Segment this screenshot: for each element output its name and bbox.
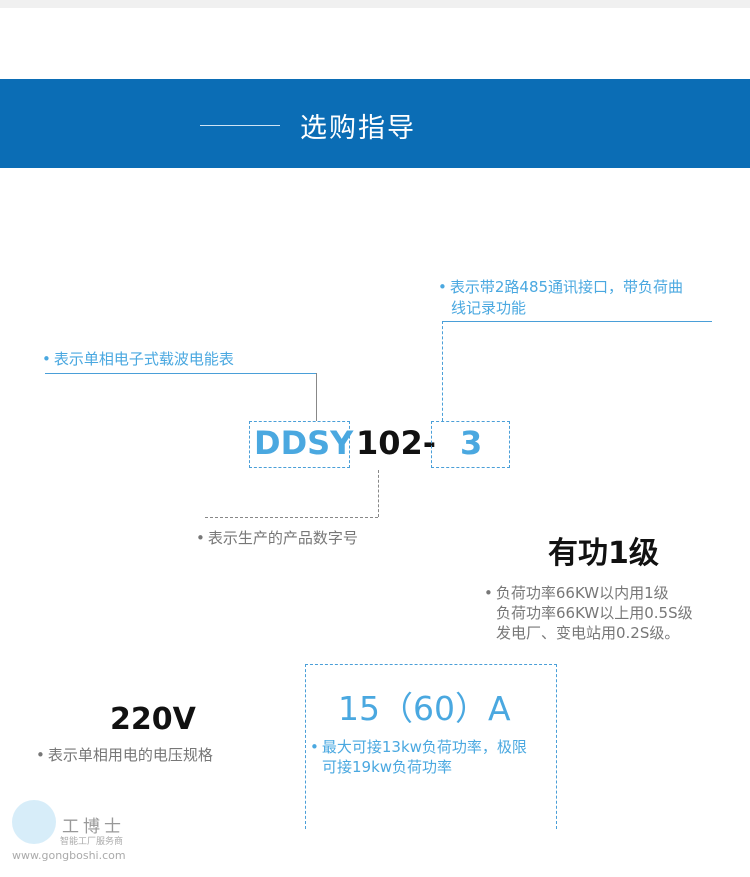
prefix-connector [316, 373, 317, 421]
middle-underline [205, 517, 378, 518]
model-middle: 102- [356, 424, 437, 462]
section-banner [0, 79, 750, 168]
mascot-logo-icon [12, 800, 56, 844]
current-description-1: 最大可接13kw负荷功率，极限 [310, 737, 527, 758]
suffix-description-2: 线记录功能 [451, 299, 527, 317]
voltage-value: 220V [110, 702, 196, 737]
accuracy-title: 有功1级 [548, 536, 659, 571]
banner-title: 选购指导 [300, 113, 416, 144]
prefix-description: 表示单相电子式载波电能表 [42, 349, 234, 370]
watermark-url: www.gongboshi.com [12, 849, 126, 862]
accuracy-line-3: 发电厂、变电站用0.2S级。 [496, 624, 680, 642]
model-prefix: DDSY [254, 424, 354, 462]
top-strip [0, 0, 750, 8]
watermark-tagline: 智能工厂服务商 [60, 837, 124, 847]
suffix-underline [442, 321, 712, 322]
prefix-underline [45, 373, 317, 374]
suffix-connector [442, 321, 443, 421]
banner-decor-line [200, 125, 280, 126]
model-suffix-box [431, 421, 510, 468]
model-prefix-box [249, 421, 350, 468]
accuracy-line-1: 负荷功率66KW以内用1级 [484, 583, 669, 604]
voltage-description: 表示单相用电的电压规格 [36, 745, 213, 766]
current-description-2: 可接19kw负荷功率 [322, 758, 453, 776]
middle-description: 表示生产的产品数字号 [196, 528, 358, 549]
middle-connector [378, 470, 379, 517]
suffix-description-1: 表示带2路485通讯接口，带负荷曲 [438, 277, 683, 298]
model-suffix: 3 [460, 424, 483, 462]
watermark-name: 工博士 [62, 817, 125, 837]
current-value: 15（60）A [338, 689, 511, 728]
accuracy-line-2: 负荷功率66KW以上用0.5S级 [496, 604, 693, 622]
current-box [305, 664, 557, 829]
